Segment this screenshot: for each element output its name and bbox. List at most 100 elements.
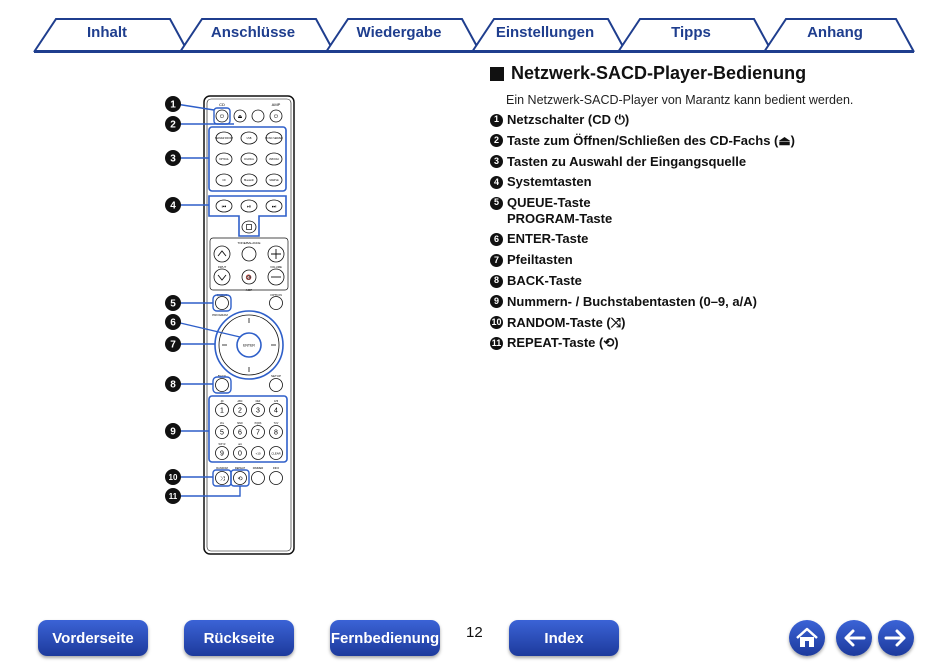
number-key[interactable] [269, 446, 283, 460]
tone-button[interactable] [241, 246, 257, 262]
tab-einstellungen[interactable]: Einstellungen [495, 24, 595, 41]
play-pause-button[interactable] [240, 199, 258, 213]
list-item-label: BACK-Taste [507, 273, 582, 289]
eject-button[interactable] [233, 109, 247, 123]
label-tone-balance: TONE/BALANCE [237, 241, 260, 245]
letter-label: ABC [238, 400, 243, 403]
number-key[interactable] [251, 425, 265, 439]
next-icon: ⏭ [272, 204, 277, 210]
number-key[interactable] [269, 403, 283, 417]
number-key[interactable] [215, 403, 229, 417]
source-key-label: USB DAC [269, 158, 280, 161]
number-key[interactable] [233, 403, 247, 417]
source-key-label: SAMPLE [269, 179, 279, 182]
source-key[interactable] [215, 131, 233, 145]
dimmer-button[interactable] [251, 471, 265, 485]
callout-number: 4 [170, 201, 176, 212]
label-back: BACK [218, 374, 226, 378]
label-amp-section: AMP [246, 288, 253, 292]
letter-label: PQRS [255, 422, 262, 425]
callout-9 [165, 423, 181, 439]
label-setup: SETUP [271, 374, 281, 378]
label-repeat: REPEAT [235, 466, 246, 470]
plus-icon [271, 249, 281, 259]
stop-button[interactable] [241, 220, 257, 234]
number-key[interactable] [269, 425, 283, 439]
callout-5 [165, 295, 181, 311]
prev-button[interactable] [215, 199, 233, 213]
number-key[interactable] [233, 425, 247, 439]
tab-inhalt[interactable]: Inhalt [87, 24, 127, 41]
source-key[interactable] [265, 173, 283, 187]
tab-anhang[interactable]: Anhang [807, 24, 863, 41]
nav-remote-button[interactable]: Fernbedienung [330, 620, 440, 656]
queue-button[interactable] [215, 296, 229, 310]
list-item-label: Systemtasten [507, 174, 592, 190]
callout-6 [165, 314, 181, 330]
number-key[interactable] [215, 425, 229, 439]
number-label: 7 [256, 430, 260, 437]
mute-button[interactable] [241, 269, 257, 285]
callout-8 [165, 376, 181, 392]
nav-index-button[interactable]: Index [509, 620, 619, 656]
nav-back-button[interactable]: Rückseite [184, 620, 294, 656]
source-key[interactable] [215, 152, 233, 166]
previous-page-button[interactable] [836, 620, 872, 656]
repeat-button[interactable] [233, 471, 247, 485]
source-key-label: MUSIC SERVER [265, 138, 283, 140]
number-label: CLEAR [271, 452, 280, 456]
source-key-label: COAXIAL [244, 158, 255, 161]
nav-front-button[interactable]: Vorderseite [38, 620, 148, 656]
callout-number: 6 [490, 232, 503, 246]
source-key[interactable] [240, 131, 258, 145]
number-label: 1 [220, 408, 224, 415]
sleep-button[interactable] [251, 109, 265, 123]
letter-label: GHI [274, 400, 279, 403]
callout-number: 7 [490, 253, 503, 267]
enter-button[interactable] [236, 332, 262, 358]
tab-tipps[interactable]: Tipps [671, 24, 711, 41]
label-enter: ENTER [243, 344, 255, 348]
page-number: 12 [466, 624, 483, 641]
number-key[interactable] [233, 446, 247, 460]
callout-number: 8 [170, 380, 176, 391]
option-button[interactable] [269, 296, 283, 310]
source-key[interactable] [240, 173, 258, 187]
random-button[interactable] [215, 471, 229, 485]
setup-button[interactable] [269, 378, 283, 392]
number-key[interactable] [251, 403, 265, 417]
eject-icon: ⏏ [238, 114, 243, 120]
input-up-button[interactable] [213, 245, 231, 263]
source-key[interactable] [215, 173, 233, 187]
callout-number: 7 [170, 340, 176, 351]
number-key[interactable] [215, 446, 229, 460]
number-label: +10 [255, 452, 260, 456]
letter-label: MNO [237, 422, 243, 425]
next-button[interactable] [265, 199, 283, 213]
mute-icon: 🔇 [246, 274, 252, 281]
amp-power-button[interactable] [269, 109, 283, 123]
list-item-label: ENTER-Taste [507, 231, 589, 247]
callout-number: 10 [490, 316, 503, 330]
tab-anschluesse[interactable]: Anschlüsse [210, 24, 296, 41]
cd-power-button[interactable] [215, 109, 229, 123]
play-pause-icon: ⏯ [247, 204, 251, 210]
back-button[interactable] [215, 378, 229, 392]
info-button[interactable] [269, 471, 283, 485]
home-button[interactable] [789, 620, 825, 656]
callout-number: 4 [490, 175, 503, 189]
source-key[interactable] [240, 152, 258, 166]
next-page-button[interactable] [878, 620, 914, 656]
number-key[interactable] [251, 446, 265, 460]
source-key[interactable] [265, 131, 283, 145]
label-input: INPUT [218, 265, 227, 269]
input-down-button[interactable] [213, 268, 231, 286]
tab-wiedergabe[interactable]: Wiedergabe [356, 24, 442, 41]
label-dimmer: DIMMER [253, 466, 264, 470]
source-key[interactable] [265, 152, 283, 166]
